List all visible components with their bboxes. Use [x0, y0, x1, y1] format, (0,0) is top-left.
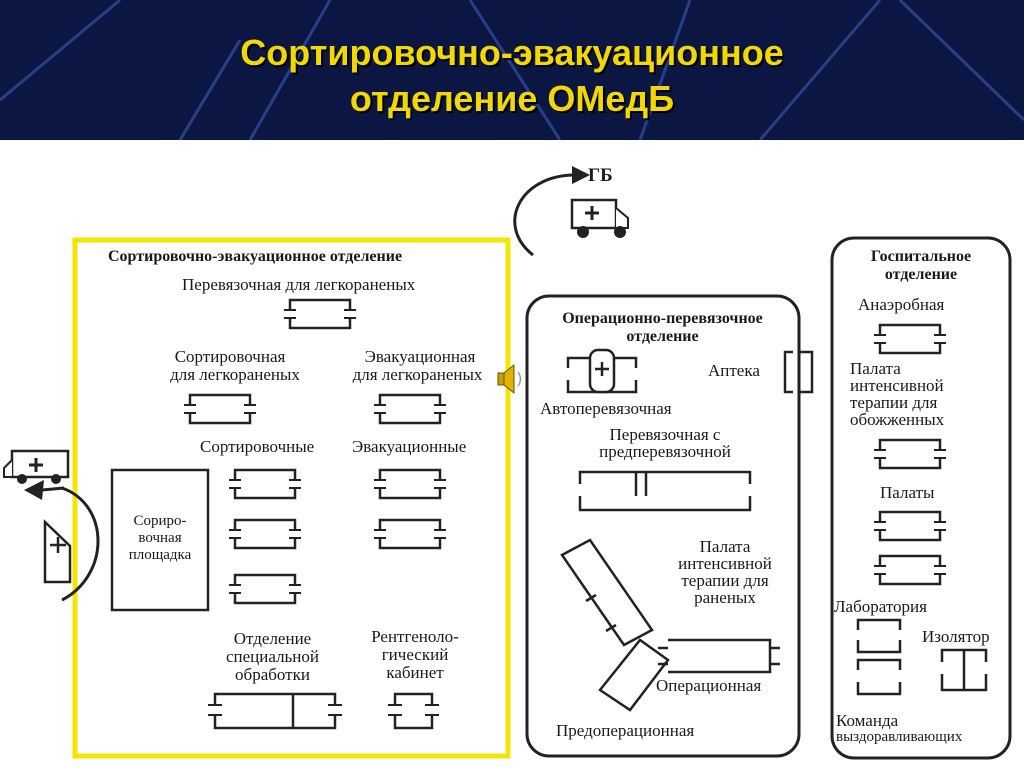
room-evac-1	[372, 468, 448, 500]
slide-title-line2: отделение ОМедБ	[349, 78, 675, 119]
label-xray-3: кабинет	[386, 663, 444, 682]
operating-dept-title-2: отделение	[626, 328, 699, 345]
room-ward-2	[872, 554, 948, 586]
label-special-3: обработки	[235, 665, 310, 684]
room-ward-1	[872, 510, 948, 542]
room-sorting-light	[182, 393, 258, 425]
label-team-2: выздоравливающих	[836, 729, 963, 745]
label-xray-2: гический	[381, 645, 449, 664]
label-icu-1: Палата	[699, 537, 751, 556]
label-special-2: специальной	[225, 647, 319, 666]
room-pharmacy	[783, 350, 814, 394]
hospital-dept-title-1: Госпитальное	[870, 248, 972, 265]
label-icu-3: терапии для	[681, 571, 769, 590]
incoming-arrowhead	[24, 480, 44, 500]
diagram-area: Сортировочно-эвакуационное отделение Пер…	[0, 140, 1024, 767]
label-preoperating: Предоперационная	[556, 721, 695, 740]
room-laboratory	[856, 618, 902, 696]
room-special-treatment	[208, 692, 342, 730]
slide-header: Сортировочно-эвакуационное отделение ОМе…	[0, 0, 1024, 140]
ambulance-icon	[3, 449, 70, 484]
room-sorting-1	[227, 468, 303, 500]
label-dressing-pre-1: Перевязочная с	[609, 425, 721, 444]
room-sorting-2	[227, 518, 303, 550]
label-sorting-light-1: Сортировочная	[174, 347, 286, 366]
label-operating-room: Операционная	[656, 676, 762, 695]
room-preoperating-angled	[598, 638, 670, 712]
label-evac-light-2: для легкораненых	[352, 365, 483, 384]
label-icu-4: раненых	[694, 588, 756, 607]
label-evac-light-1: Эвакуационная	[364, 347, 476, 366]
label-burn-icu-4: обожженных	[850, 410, 945, 429]
label-burn-icu-1: Палата	[850, 359, 901, 378]
room-anaerobic	[872, 323, 948, 355]
hospital-dept-title-2: отделение	[884, 266, 958, 283]
label-gb: ГБ	[588, 165, 613, 186]
medical-tent-icon	[43, 519, 72, 584]
label-team-1: Команда	[836, 711, 899, 730]
operating-dept-title-1: Операционно-перевязочное	[562, 310, 763, 327]
sorting-area-box	[110, 468, 210, 612]
room-evac-light	[372, 393, 448, 425]
gb-arrowhead	[572, 166, 590, 184]
label-special-1: Отделение	[233, 629, 312, 648]
label-xray-1: Рентгеноло-	[371, 627, 459, 646]
room-sorting-3	[227, 573, 303, 605]
label-sorting-rooms: Сортировочные	[200, 437, 315, 456]
room-evac-2	[372, 518, 448, 550]
label-sorting-area-3: площадка	[128, 547, 192, 563]
label-sorting-area-2: вочная	[138, 530, 182, 546]
label-pharmacy: Аптека	[708, 361, 760, 380]
room-auto-dressing	[566, 348, 638, 394]
label-wards: Палаты	[880, 483, 935, 502]
label-auto-dressing: Автоперевязочная	[540, 399, 672, 418]
room-burn-icu	[872, 438, 948, 470]
label-burn-icu-2: интенсивной	[850, 376, 944, 395]
speaker-icon	[497, 363, 522, 395]
diagram-graphics	[3, 166, 1012, 760]
slide-title-line1: Сортировочно-эвакуационное	[240, 32, 784, 73]
room-operating	[658, 638, 780, 674]
room-dressing-light	[282, 298, 358, 330]
highlight-frame	[72, 237, 511, 759]
slide-title: Сортировочно-эвакуационное отделение ОМе…	[0, 30, 1024, 122]
header-background-lines	[0, 0, 1024, 140]
label-icu-2: интенсивной	[678, 554, 772, 573]
hospital-dept-box	[830, 236, 1012, 760]
label-sorting-area-1: Сориро-	[133, 513, 187, 529]
label-burn-icu-3: терапии для	[850, 393, 938, 412]
label-dressing-pre-2: предперевязочной	[599, 442, 731, 461]
label-laboratory: Лаборатория	[834, 597, 927, 616]
operating-dept-box	[525, 294, 801, 758]
sorting-dept-title: Сортировочно-эвакуационное отделение	[108, 248, 403, 265]
label-isolator: Изолятор	[922, 627, 990, 646]
room-xray	[388, 692, 439, 730]
incoming-arrow-arc	[61, 486, 100, 602]
label-anaerobic: Анаэробная	[858, 295, 945, 314]
label-sorting-light-2: для легкораненых	[170, 365, 300, 384]
room-isolator	[940, 648, 988, 692]
label-evac-rooms: Эвакуационные	[352, 437, 467, 456]
gb-arrow-arc	[513, 173, 576, 257]
room-dressing-predressing	[578, 470, 752, 512]
label-dressing-light: Перевязочная для легкораненых	[182, 275, 416, 294]
room-icu-wounded-angled	[560, 538, 654, 647]
ambulance-icon	[570, 198, 629, 238]
